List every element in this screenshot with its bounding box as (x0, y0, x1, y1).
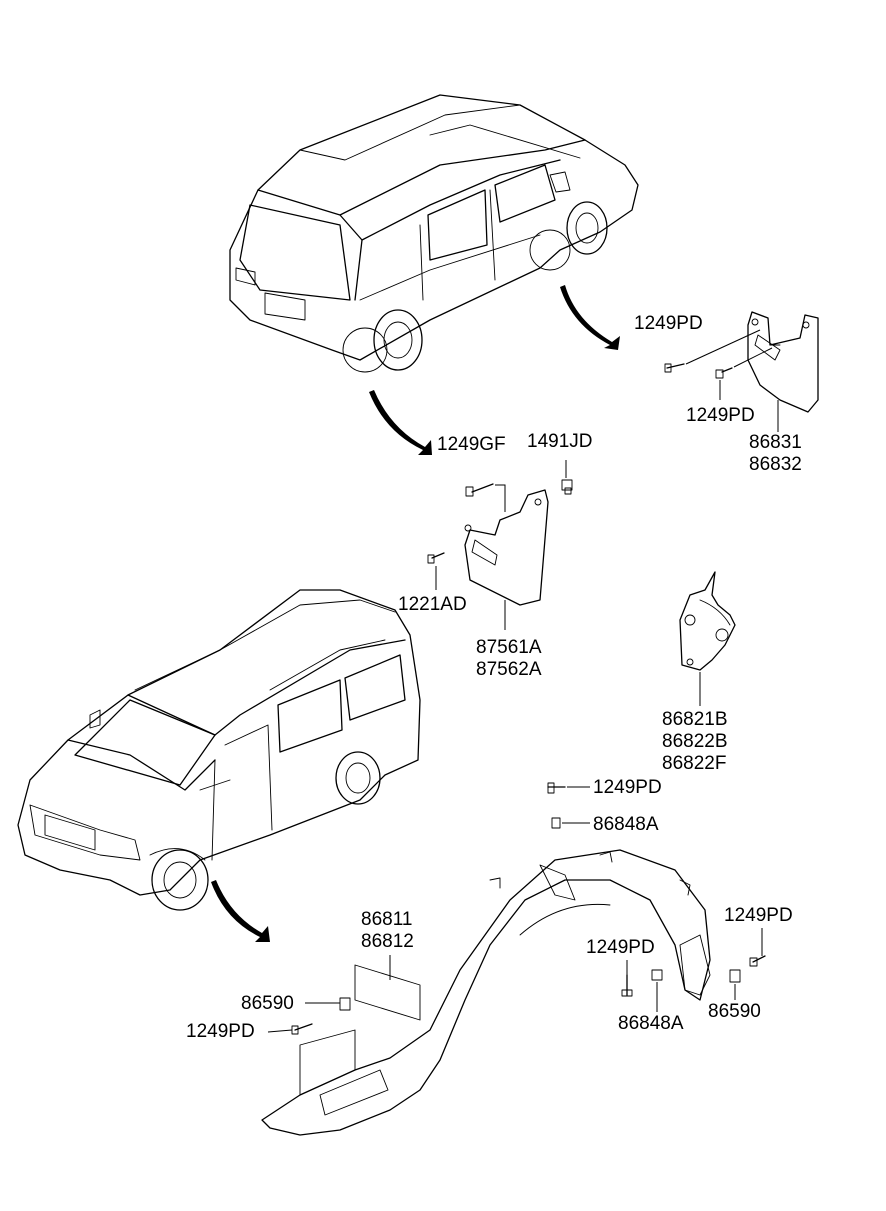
rear-flap-screw (465, 483, 494, 497)
label-rear-flap-part-b: 87562A (476, 659, 542, 680)
arrow-to-rear-flap (369, 390, 432, 455)
label-front-flap-part-c: 86822F (662, 753, 727, 774)
label-front-flap-nut: 86848A (593, 814, 659, 835)
rear-flap-part (464, 489, 549, 606)
label-rear-guard-bolt-top: 1249PD (634, 313, 703, 334)
arrow-to-front-liner (211, 880, 270, 942)
label-front-liner-bolt-left: 1249PD (186, 1021, 255, 1042)
label-front-liner-nut-mid: 86848A (618, 1013, 684, 1034)
label-rear-guard-bolt-bottom: 1249PD (686, 405, 755, 426)
label-front-liner-clip-right: 86590 (708, 1001, 761, 1022)
front-liner-nut-mid (651, 969, 663, 981)
label-front-flap-bolt: 1249PD (593, 777, 662, 798)
arrow-to-rear-guard (560, 285, 620, 350)
label-rear-guard-part-b: 86832 (749, 454, 802, 475)
front-flap-part (679, 571, 736, 671)
label-front-liner-bolt-mid: 1249PD (586, 937, 655, 958)
label-front-liner-part-b: 86812 (361, 931, 414, 952)
label-front-flap-part-a: 86821B (662, 709, 728, 730)
front-liner-clip-left (339, 997, 351, 1011)
rear-guard-bolt-bottom (715, 367, 733, 379)
label-front-flap-part-b: 86822B (662, 731, 728, 752)
front-flap-bolt (547, 782, 566, 794)
front-liner-clip-right (729, 969, 741, 983)
rear-flap-clip (561, 479, 573, 495)
rear-van-illustration (229, 94, 639, 373)
label-front-liner-bolt-right: 1249PD (724, 905, 793, 926)
label-rear-guard-part-a: 86831 (749, 432, 802, 453)
label-rear-flap-clip: 1491JD (527, 431, 593, 452)
front-liner-bolt-left (291, 1023, 313, 1035)
front-liner-part (261, 849, 711, 1136)
rear-guard-bolt-top (664, 363, 685, 373)
front-liner-bolt-mid (621, 974, 633, 997)
front-liner-bolt-right (749, 955, 766, 967)
label-front-liner-part-a: 86811 (361, 909, 413, 930)
label-rear-flap-screw: 1249GF (437, 434, 506, 455)
label-front-liner-clip-left: 86590 (241, 993, 294, 1014)
front-van-illustration (17, 589, 421, 911)
rear-guard-part (747, 311, 819, 413)
label-rear-flap-part-a: 87561A (476, 637, 542, 658)
label-rear-flap-bolt: 1221AD (398, 594, 467, 615)
front-flap-nut (551, 817, 561, 829)
rear-flap-bolt (427, 552, 445, 564)
